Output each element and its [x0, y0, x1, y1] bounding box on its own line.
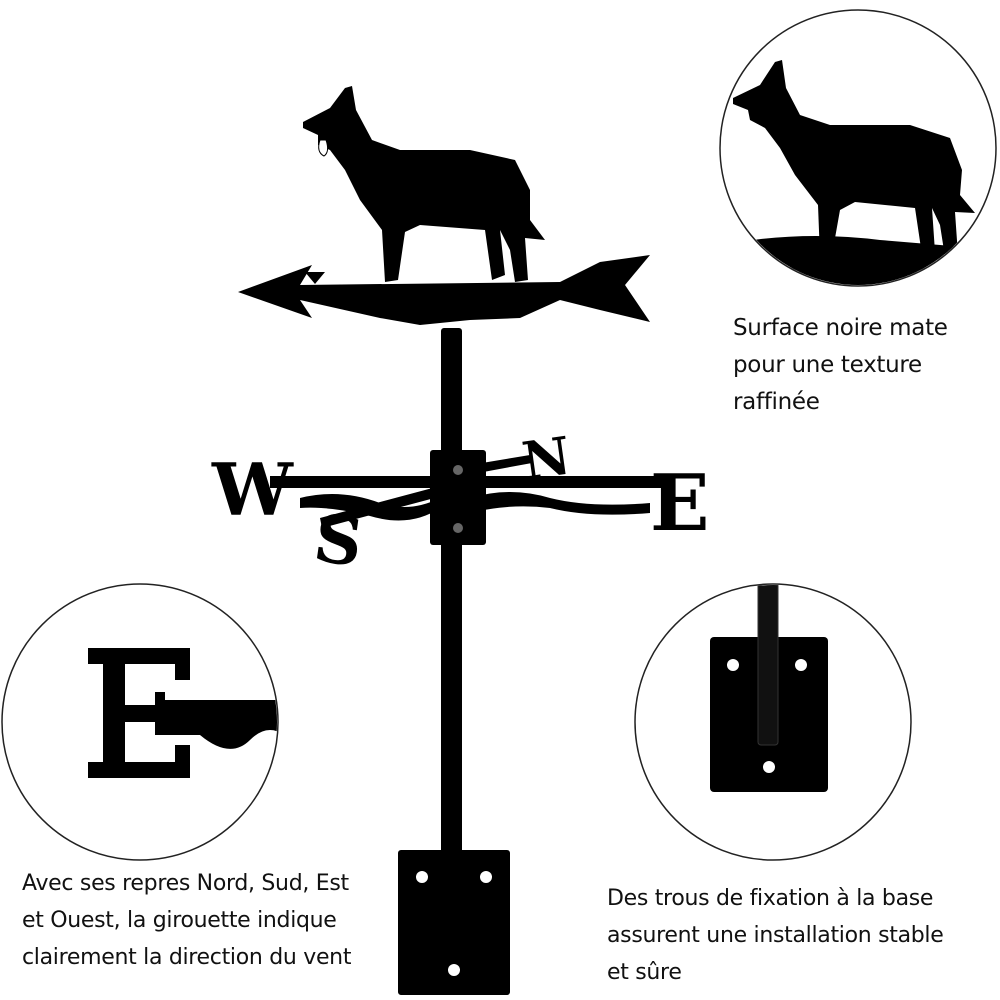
compass-arms [270, 450, 670, 545]
caption-line: pour une texture [733, 352, 922, 378]
caption-line: clairement la direction du vent [22, 945, 352, 970]
caption-line: et Ouest, la girouette indique [22, 908, 337, 933]
weathervane-main: W E N S [211, 86, 709, 995]
pole [441, 328, 462, 853]
caption-line: assurent une installation stable [607, 923, 944, 948]
arrow [238, 255, 650, 325]
caption-line: et sûre [607, 960, 682, 985]
caption-line: Surface noire mate [733, 315, 948, 341]
compass-letter-east: E [650, 458, 709, 549]
detail-circle-dog [719, 9, 997, 287]
dog-silhouette [303, 86, 545, 282]
compass-letter-south: S [309, 498, 367, 582]
detail-circle-base-plate [634, 583, 912, 861]
compass-letter-west: W [211, 447, 294, 532]
caption-line: Des trous de fixation à la base [607, 886, 934, 911]
compass-letter-north: N [519, 425, 575, 492]
caption-line: raffinée [733, 389, 820, 415]
caption-bottom-right: Des trous de fixation à la base assurent… [607, 880, 944, 991]
caption-bottom-left: Avec ses repres Nord, Sud, Est et Ouest,… [22, 865, 351, 976]
caption-line: Avec ses repres Nord, Sud, Est [22, 871, 349, 896]
base-plate [398, 850, 510, 995]
caption-top-right: Surface noire mate pour une texture raff… [733, 310, 948, 421]
detail-circle-east-letter [1, 583, 279, 861]
